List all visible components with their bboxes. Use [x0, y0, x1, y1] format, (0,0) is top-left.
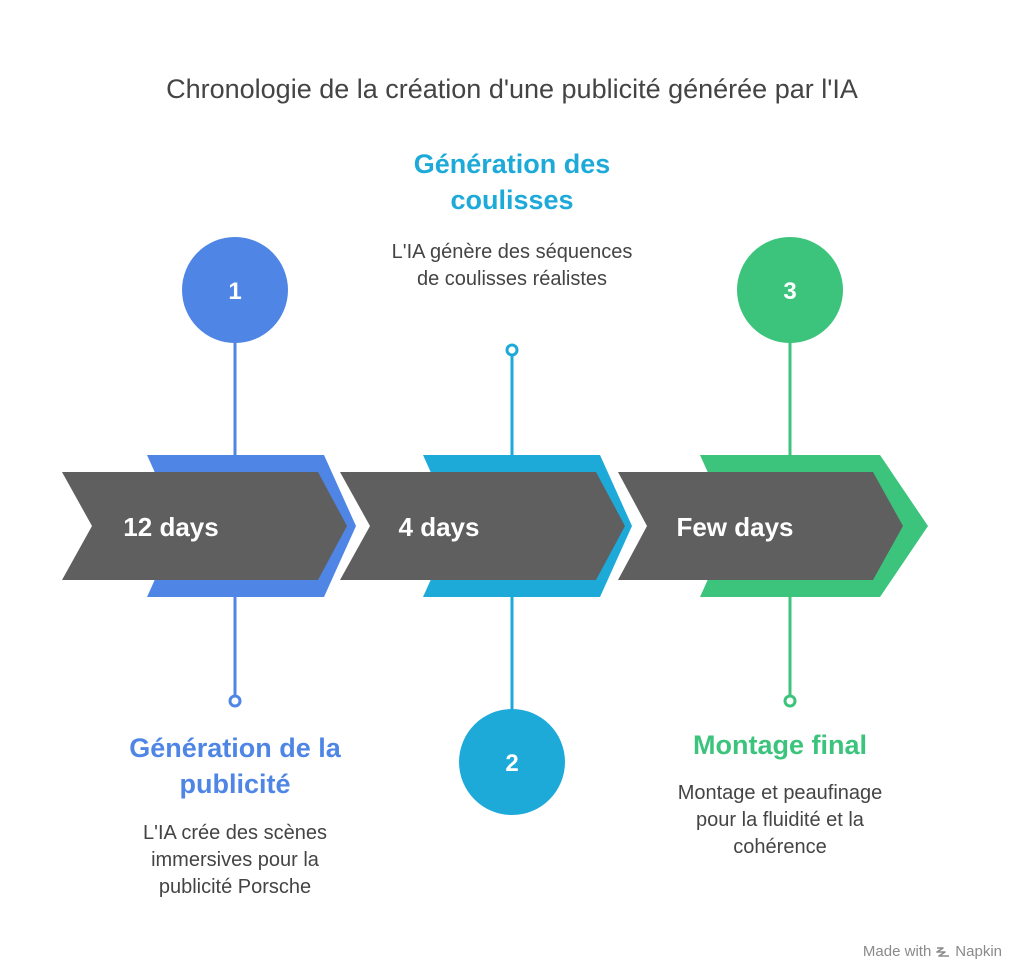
step-1-number: 1 [228, 278, 241, 305]
step-2-number: 2 [505, 750, 518, 777]
step-2-title: Génération des coulisses [413, 149, 611, 215]
diagram-title: Chronologie de la création d'une publici… [166, 74, 858, 104]
step-3-number: 3 [783, 278, 796, 305]
chevron-1-front [62, 472, 347, 580]
footer-prefix: Made with [862, 943, 932, 960]
duration-3: Few days [676, 512, 793, 542]
connector-3-dot [783, 694, 797, 708]
step-2-circle [459, 709, 565, 815]
made-with-napkin-footer: Made with Napkin [863, 943, 1002, 960]
step-1-circle [182, 237, 288, 343]
duration-1: 12 days [123, 512, 218, 542]
napkin-logo-icon [936, 946, 950, 957]
chevron-2-front [340, 472, 625, 580]
connector-1-dot [228, 694, 242, 708]
step-1-description: L'IA crée des scènes immersives pour la … [143, 822, 327, 898]
step-2-description: L'IA génère des séquences de coulisses r… [391, 241, 633, 290]
duration-2: 4 days [399, 512, 480, 542]
footer-brand: Napkin [955, 943, 1002, 960]
step-3-title: Montage final [693, 730, 867, 760]
step-3-circle [737, 237, 843, 343]
chevron-3-front [618, 472, 903, 580]
step-3-description: Montage et peaufinage pour la fluidité e… [677, 782, 883, 858]
step-1-title: Génération de la publicité [129, 733, 341, 799]
connector-2-dot [505, 343, 519, 357]
